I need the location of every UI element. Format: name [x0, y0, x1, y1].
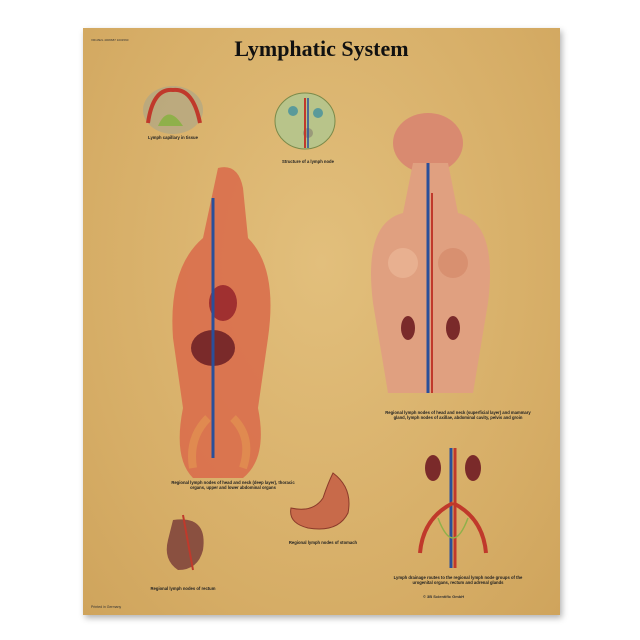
product-code: VR1392L 4006687 1001560	[91, 38, 129, 42]
stomach-illustration	[290, 472, 350, 530]
caption-urogenital: Lymph drainage routes to the regional ly…	[393, 575, 523, 585]
rectum-illustration	[166, 514, 204, 571]
lymphatic-system-poster: VR1392L 4006687 1001560 Lymphatic System…	[83, 28, 560, 615]
printed-in: Printed in Germany	[91, 605, 122, 609]
poster-title: Lymphatic System	[234, 36, 409, 61]
lymph-node-illustration	[274, 92, 336, 150]
deep-torso-illustration	[172, 167, 271, 478]
caption-superficial-torso: Regional lymph nodes of head and neck (s…	[385, 410, 531, 420]
caption-lymph-node: Structure of a lymph node	[282, 159, 334, 164]
caption-stomach: Regional lymph nodes of stomach	[288, 540, 358, 545]
superficial-torso-illustration	[371, 113, 490, 393]
caption-rectum: Regional lymph nodes of rectum	[150, 586, 216, 591]
lymph-capillary-illustration	[143, 86, 203, 134]
caption-deep-torso: Regional lymph nodes of head and neck (d…	[171, 480, 295, 490]
publisher: © 3B Scientific GmbH	[423, 594, 465, 599]
urogenital-illustration	[418, 448, 488, 568]
caption-capillary: Lymph capillary in tissue	[148, 135, 198, 140]
